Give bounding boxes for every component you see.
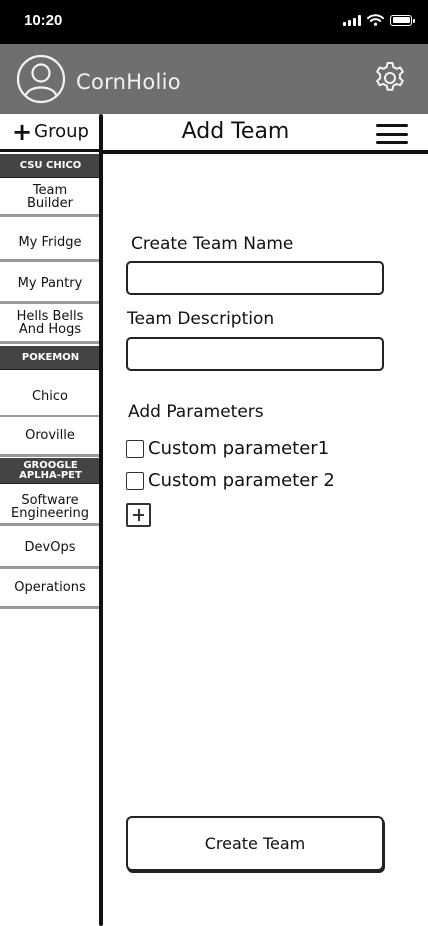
sidebar-divider [99, 114, 103, 926]
team-name-input[interactable] [126, 261, 384, 295]
parameter-row: Custom parameter1 [126, 438, 329, 459]
sidebar-section-pokemon: POKEMON [0, 346, 101, 370]
sidebar-item-label: My Fridge [18, 234, 82, 250]
sidebar: + Group CSU CHICO Team Builder My Fridge… [0, 114, 101, 926]
sidebar-section-groogle: GROOGLE APLHA-PET [0, 458, 101, 484]
sidebar-item-label: Operations [14, 580, 86, 595]
sidebar-item-operations[interactable]: Operations [0, 569, 100, 609]
parameter-row: Custom parameter 2 [126, 470, 335, 491]
sidebar-item-label: My Pantry [17, 276, 83, 291]
status-time: 10:20 [24, 12, 63, 29]
sidebar-item-label: Team Builder [27, 183, 73, 211]
app-header: CornHolio [0, 44, 428, 114]
wifi-icon [367, 14, 384, 26]
sidebar-item-hells-bells[interactable]: Hells Bells And Hogs [0, 304, 100, 344]
sidebar-item-chico[interactable]: Chico [0, 378, 100, 418]
status-icons [343, 14, 415, 26]
add-parameters-label: Add Parameters [128, 402, 264, 422]
add-group-button[interactable]: + Group [0, 114, 101, 152]
hamburger-menu-icon[interactable] [376, 124, 408, 144]
app-name: CornHolio [76, 70, 181, 94]
parameter-label: Custom parameter1 [148, 438, 330, 459]
gear-icon[interactable] [372, 60, 408, 96]
plus-icon: + [12, 117, 33, 146]
battery-icon [390, 14, 415, 26]
sidebar-item-devops[interactable]: DevOps [0, 529, 100, 569]
sidebar-item-label: Hells Bells And Hogs [16, 308, 84, 337]
team-description-input[interactable] [126, 337, 384, 371]
sidebar-item-label: Oroville [25, 428, 75, 443]
sidebar-section-csu-chico: CSU CHICO [0, 154, 101, 178]
status-bar: 10:20 [0, 0, 428, 44]
sidebar-item-my-pantry[interactable]: My Pantry [0, 266, 100, 304]
sidebar-item-team-builder[interactable]: Team Builder [0, 180, 100, 217]
add-parameter-plus-icon[interactable] [126, 503, 151, 527]
parameter-checkbox[interactable] [126, 439, 144, 458]
create-team-button[interactable]: Create Team [126, 816, 384, 871]
user-avatar-icon[interactable] [16, 54, 66, 104]
sidebar-item-oroville[interactable]: Oroville [0, 417, 100, 457]
add-group-label: Group [34, 121, 89, 142]
sidebar-section-label: GROOGLE APLHA-PET [19, 459, 82, 481]
parameter-checkbox[interactable] [126, 471, 144, 490]
sidebar-item-my-fridge[interactable]: My Fridge [0, 225, 100, 262]
sidebar-item-label: Software Engineering [11, 492, 89, 521]
team-description-label: Team Description [127, 309, 275, 329]
sidebar-item-label: DevOps [24, 540, 76, 555]
page-title: Add Team [181, 119, 290, 144]
header-divider [101, 150, 428, 154]
parameter-label: Custom parameter 2 [148, 470, 335, 491]
team-name-label: Create Team Name [131, 234, 294, 254]
sidebar-item-software-engineering[interactable]: Software Engineering [0, 490, 100, 526]
signal-icon [343, 14, 361, 26]
sidebar-item-label: Chico [31, 389, 69, 404]
